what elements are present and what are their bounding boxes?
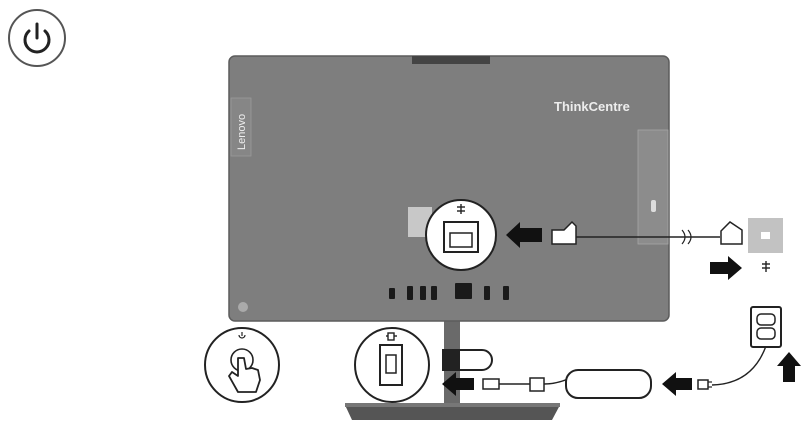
power-cable bbox=[442, 345, 767, 399]
wall-outlet bbox=[750, 306, 801, 382]
cable-clip bbox=[442, 349, 493, 371]
power-adapter bbox=[565, 369, 652, 399]
power-button-callout bbox=[204, 327, 280, 403]
arrow-icon bbox=[777, 352, 801, 382]
network-jack bbox=[710, 218, 783, 280]
side-panel bbox=[637, 129, 669, 245]
rear-power-button bbox=[238, 302, 248, 312]
thinkcentre-logo: ThinkCentre bbox=[554, 99, 630, 114]
wall-outlet-icon bbox=[750, 306, 782, 348]
ethernet-icon bbox=[762, 261, 770, 272]
ethernet-icon bbox=[457, 204, 465, 214]
arrow-icon bbox=[506, 222, 542, 248]
arrow-icon bbox=[442, 372, 474, 396]
lenovo-side-logo: Lenovo bbox=[236, 114, 248, 150]
monitor-back: Lenovo ThinkCentre bbox=[228, 55, 670, 322]
power-icon bbox=[238, 332, 246, 339]
ethernet-port-callout bbox=[425, 199, 497, 271]
network-cable bbox=[506, 220, 743, 248]
hand-press-icon bbox=[228, 357, 261, 393]
power-icon bbox=[23, 22, 51, 54]
network-jack-icon bbox=[761, 232, 770, 239]
power-badge bbox=[8, 9, 66, 67]
port-row bbox=[389, 283, 509, 300]
dc-in-icon bbox=[386, 332, 397, 341]
dc-in-callout bbox=[354, 327, 430, 403]
arrow-icon bbox=[662, 372, 692, 396]
arrow-icon bbox=[710, 256, 742, 280]
